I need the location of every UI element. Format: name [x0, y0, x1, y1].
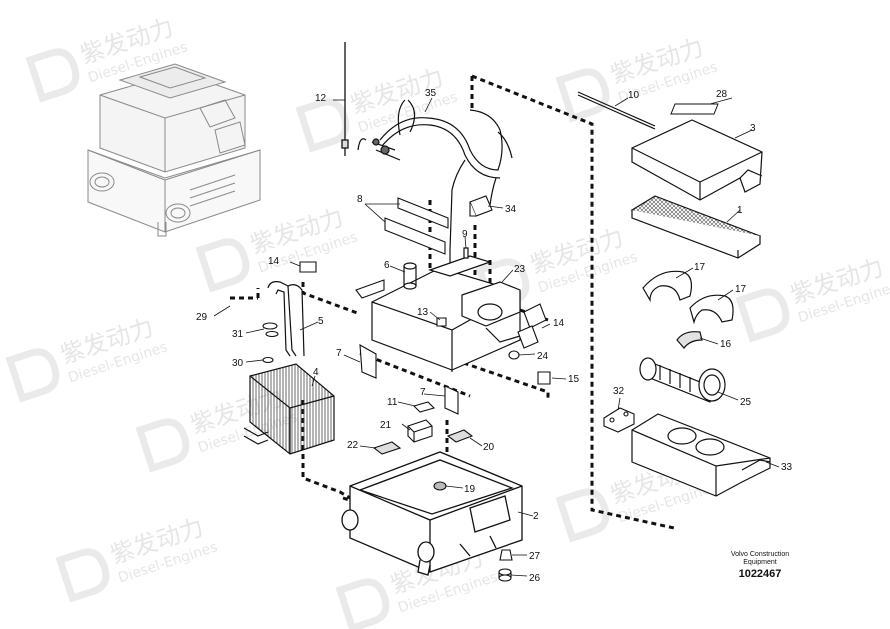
callout-31: 31 — [232, 329, 244, 340]
callout-10: 10 — [628, 90, 640, 101]
callout-14-right: 14 — [553, 318, 565, 329]
watermark-logo — [5, 348, 60, 403]
callout-23: 23 — [514, 264, 526, 275]
callout-22: 22 — [347, 440, 359, 451]
callout-21: 21 — [380, 420, 392, 431]
connector-part-15 — [537, 371, 551, 385]
callout-26: 26 — [529, 573, 541, 584]
watermark-logo — [25, 48, 80, 103]
callout-5: 5 — [318, 316, 324, 327]
pad-part-22 — [372, 441, 402, 455]
callout-14-left: 14 — [268, 256, 280, 267]
o-ring-part-30 — [262, 356, 274, 364]
callout-25: 25 — [740, 397, 752, 408]
callout-16: 16 — [720, 339, 732, 350]
callout-7-right: 7 — [420, 387, 426, 398]
bracket-part-32 — [603, 407, 635, 433]
callout-32: 32 — [613, 386, 625, 397]
watermark-logo — [555, 488, 610, 543]
pad-part-20 — [446, 429, 474, 443]
duct-part-17-lower — [689, 294, 734, 325]
callout-11: 11 — [387, 397, 398, 408]
seal-part-7-right — [444, 385, 459, 415]
watermark-logo — [735, 288, 790, 343]
callout-6: 6 — [384, 260, 390, 271]
watermark-logo — [195, 238, 250, 293]
callout-8: 8 — [357, 194, 363, 205]
cylinder-part-6 — [403, 262, 417, 290]
clip-part-14-top — [299, 261, 317, 273]
plug-part-26 — [498, 568, 512, 582]
grommet-part-27 — [499, 549, 513, 561]
callout-9: 9 — [462, 229, 468, 240]
label-plate-part-28 — [670, 103, 719, 115]
bracket-part-18 — [355, 279, 385, 299]
callout-34: 34 — [505, 204, 517, 215]
fan-motor-part-25 — [639, 357, 726, 403]
callout-19: 19 — [464, 484, 476, 495]
pipe-part-5 — [267, 281, 305, 357]
caption-brand: Volvo Construction Equipment — [700, 551, 820, 567]
callout-12: 12 — [315, 93, 327, 104]
callout-3: 3 — [750, 123, 756, 134]
callout-15: 15 — [568, 374, 580, 385]
callout-35: 35 — [425, 88, 437, 99]
cable-part-12 — [341, 42, 349, 156]
duct-part-17-upper — [642, 270, 693, 303]
base-tray-part-2 — [341, 451, 523, 576]
callout-numbers: 1 2 3 4 5 6 7 7 8 9 10 11 12 13 14 14 15… — [196, 88, 793, 584]
cover-part-3 — [631, 119, 763, 201]
air-filter-part-1 — [630, 195, 762, 259]
callout-leaders — [213, 97, 780, 577]
caption-brand-line2: Equipment — [743, 559, 777, 566]
callout-29: 29 — [196, 312, 208, 323]
heater-housing-part-23 — [371, 255, 521, 371]
wiring-harness-part-35 — [357, 99, 513, 373]
o-ring-part-31 — [262, 322, 279, 338]
watermark-logo — [335, 578, 390, 629]
ring-part-16 — [676, 331, 703, 349]
sensor-part-9 — [463, 247, 469, 259]
watermark-logo — [555, 68, 610, 123]
callout-24: 24 — [537, 351, 549, 362]
callout-17-upper: 17 — [694, 262, 706, 273]
seal-part-7-left — [359, 344, 377, 379]
callout-4: 4 — [313, 367, 319, 378]
callout-1: 1 — [737, 205, 743, 216]
callout-13: 13 — [417, 307, 429, 318]
heater-core-part-4 — [243, 363, 335, 455]
grommet-part-24 — [508, 350, 520, 360]
caption-brand-line1: Volvo Construction — [730, 551, 790, 558]
caption-drawing-number: 1022467 — [738, 568, 782, 580]
plug-part-19 — [433, 481, 447, 491]
knob-part-11 — [412, 401, 436, 413]
callout-28: 28 — [716, 89, 728, 100]
watermark-logo — [55, 548, 110, 603]
callout-7-left: 7 — [336, 348, 342, 359]
filter-panel-part-8 — [384, 197, 449, 255]
watermark-logo — [135, 418, 190, 473]
rod-part-10 — [577, 91, 656, 130]
callout-17-lower: 17 — [735, 284, 747, 295]
clip-part-13 — [436, 317, 447, 327]
callout-20: 20 — [483, 442, 495, 453]
watermark-logo — [295, 98, 350, 153]
callout-27: 27 — [529, 551, 541, 562]
plug-part-14-right — [517, 303, 547, 349]
callout-30: 30 — [232, 358, 244, 369]
bracket-part-34 — [469, 195, 493, 217]
callout-33: 33 — [781, 462, 793, 473]
assembled-unit-overview — [87, 63, 261, 237]
callout-2: 2 — [533, 511, 539, 522]
module-part-21 — [407, 419, 433, 443]
fan-housing-part-33 — [631, 413, 771, 497]
